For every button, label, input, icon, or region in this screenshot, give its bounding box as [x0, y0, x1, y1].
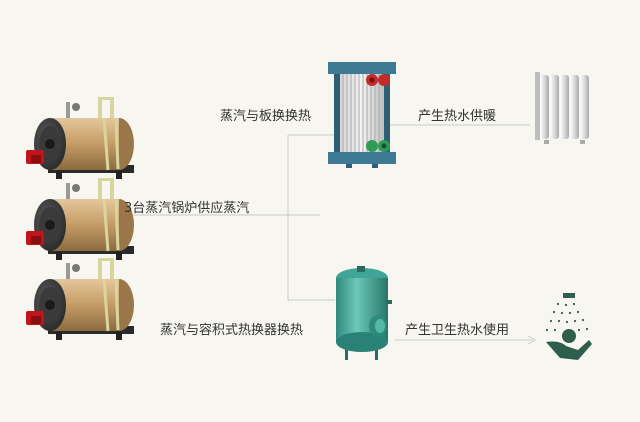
volumetric-exchange-label: 蒸汽与容积式热换器换热	[160, 323, 304, 338]
hot-water-use-label: 产生卫生热水使用	[405, 323, 510, 338]
plate-exchange-label: 蒸汽与板换换热	[220, 109, 312, 124]
arrow-to-shower	[527, 335, 537, 345]
radiator-icon	[535, 72, 589, 144]
shower-icon	[545, 293, 592, 360]
heating-label: 产生热水供暖	[418, 109, 497, 124]
boiler-supply-label: 3台蒸汽锅炉供应蒸汽	[124, 201, 250, 216]
boiler-icon	[24, 176, 136, 262]
volumetric-heat-exchanger-icon	[336, 266, 392, 360]
boiler-icon	[24, 256, 136, 342]
boiler-icon	[24, 95, 136, 181]
plate-heat-exchanger-icon	[328, 62, 396, 168]
